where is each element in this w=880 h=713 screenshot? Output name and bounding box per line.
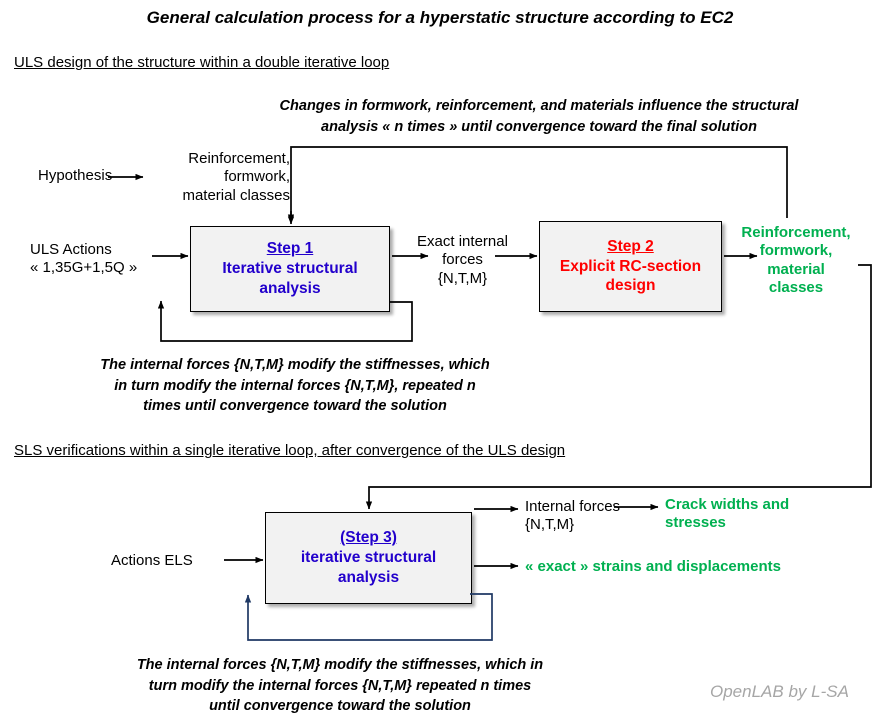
page-title: General calculation process for a hypers… (146, 8, 734, 27)
note-top-loop: Changes in formwork, reinforcement, and … (244, 96, 834, 137)
label-reinforcement-input-line3: material classes (182, 186, 290, 204)
note-uls-inner-loop-line2: in turn modify the internal forces {N,T,… (114, 377, 476, 394)
note-uls-inner-loop-line3: times until convergence toward the solut… (143, 398, 447, 415)
note-sls-inner-loop-line3: until convergence toward the solution (209, 698, 471, 713)
node-step-3-subtitle-line2: analysis (337, 568, 400, 586)
node-step-2-subtitle-line2: design (605, 277, 656, 295)
label-sls-internal-forces-line2: {N,T,M} (525, 516, 575, 534)
label-exact-internal-forces-line1: Exact internal (417, 233, 508, 250)
label-crack-widths-line2: stresses (665, 514, 726, 532)
label-reinforcement-input-line2: formwork, (224, 168, 290, 186)
note-uls-inner-loop-line1: The internal forces {N,T,M} modify the s… (100, 357, 490, 373)
label-uls-actions: ULS Actions « 1,35G+1,5Q » (30, 241, 170, 278)
label-reinforcement-input: Reinforcement, formwork, material classe… (125, 150, 290, 205)
label-sls-internal-forces-line1: Internal forces (525, 498, 621, 515)
label-reinforcement-input-line1: Reinforcement, (188, 150, 290, 167)
label-exact-internal-forces-line3: {N,T,M} (437, 269, 488, 287)
node-step-2-title: Step 2 (607, 237, 654, 255)
label-sls-internal-forces: Internal forces {N,T,M} (525, 498, 655, 535)
note-top-loop-line1: Changes in formwork, reinforcement, and … (279, 98, 799, 114)
node-step-3[interactable]: (Step 3) iterative structural analysis (265, 512, 472, 604)
note-top-loop-line2: analysis « n times » until convergence t… (321, 118, 757, 135)
label-uls-actions-line2: « 1,35G+1,5Q » (30, 259, 138, 277)
label-strains-displacements: « exact » strains and displacements (525, 558, 781, 575)
label-uls-output-line3: material (767, 260, 825, 278)
note-uls-inner-loop: The internal forces {N,T,M} modify the s… (60, 355, 530, 417)
label-uls-output-line4: classes (768, 278, 824, 296)
label-sls-actions: Actions ELS (111, 552, 193, 569)
section-heading-uls: ULS design of the structure within a dou… (14, 54, 390, 71)
node-step-1[interactable]: Step 1 Iterative structural analysis (190, 226, 390, 312)
node-step-3-title: (Step 3) (340, 529, 397, 547)
note-sls-inner-loop-line1: The internal forces {N,T,M} modify the s… (136, 657, 544, 673)
label-crack-widths: Crack widths and stresses (665, 496, 855, 533)
label-uls-output-line1: Reinforcement, (741, 224, 851, 241)
node-step-2-subtitle-line1: Explicit RC-section (559, 257, 702, 275)
label-exact-internal-forces-line2: forces (442, 251, 483, 269)
node-step-1-subtitle-line1: Iterative structural (222, 260, 358, 278)
node-step-3-subtitle-line1: iterative structural (300, 549, 437, 567)
node-step-1-title: Step 1 (266, 240, 314, 258)
label-hypothesis: Hypothesis (38, 167, 113, 184)
watermark-openlab: OpenLAB by L-SA (710, 682, 849, 701)
label-uls-output: Reinforcement, formwork, material classe… (736, 224, 856, 297)
section-heading-sls: SLS verifications within a single iterat… (14, 442, 566, 459)
note-sls-inner-loop: The internal forces {N,T,M} modify the s… (125, 655, 555, 713)
label-crack-widths-line1: Crack widths and (665, 496, 790, 513)
note-sls-inner-loop-line2: turn modify the internal forces {N,T,M} … (148, 677, 532, 694)
arrow-uls-outer-feedback (287, 146, 788, 223)
label-uls-output-line2: formwork, (759, 242, 833, 260)
label-uls-actions-line1: ULS Actions (30, 241, 112, 258)
node-step-1-subtitle-line2: analysis (259, 279, 321, 297)
label-exact-internal-forces: Exact internal forces {N,T,M} (405, 233, 520, 288)
node-step-2[interactable]: Step 2 Explicit RC-section design (539, 221, 722, 312)
